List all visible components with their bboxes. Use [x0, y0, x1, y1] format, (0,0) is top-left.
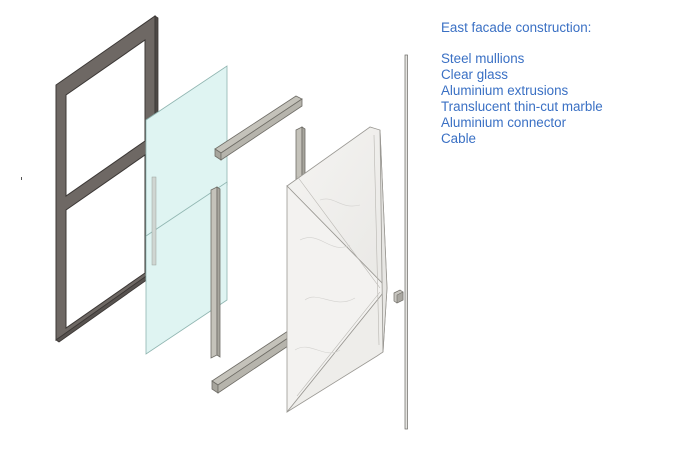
extrusion-horizontal-lower — [211, 330, 295, 386]
extrusion-vertical-right — [295, 126, 303, 182]
aluminium-connector — [393, 289, 404, 304]
steel-mullion-frame — [55, 15, 159, 343]
legend-item-aluminium-connector: Aluminium connector — [441, 115, 567, 130]
translucent-marble-panel — [286, 126, 388, 414]
glass-clip-upper — [151, 176, 157, 266]
legend: East facade construction: Steel mullions… — [441, 20, 603, 147]
legend-item-clear-glass: Clear glass — [441, 67, 508, 82]
glass-pane-lower — [145, 181, 228, 355]
aluminium-extrusions — [210, 95, 306, 394]
extrusion-vertical-left — [210, 186, 218, 359]
stray-mark — [21, 177, 22, 180]
legend-item-aluminium-extrusions: Aluminium extrusions — [441, 83, 569, 98]
marble-fold-right — [379, 129, 388, 353]
legend-item-cable: Cable — [441, 131, 476, 146]
extrusion-horizontal-upper — [214, 95, 303, 154]
legend-item-steel-mullions: Steel mullions — [441, 51, 525, 66]
legend-item-translucent-marble: Translucent thin-cut marble — [441, 99, 603, 114]
clear-glass-panes — [145, 65, 228, 355]
cable — [404, 54, 408, 430]
legend-title: East facade construction: — [441, 20, 592, 35]
